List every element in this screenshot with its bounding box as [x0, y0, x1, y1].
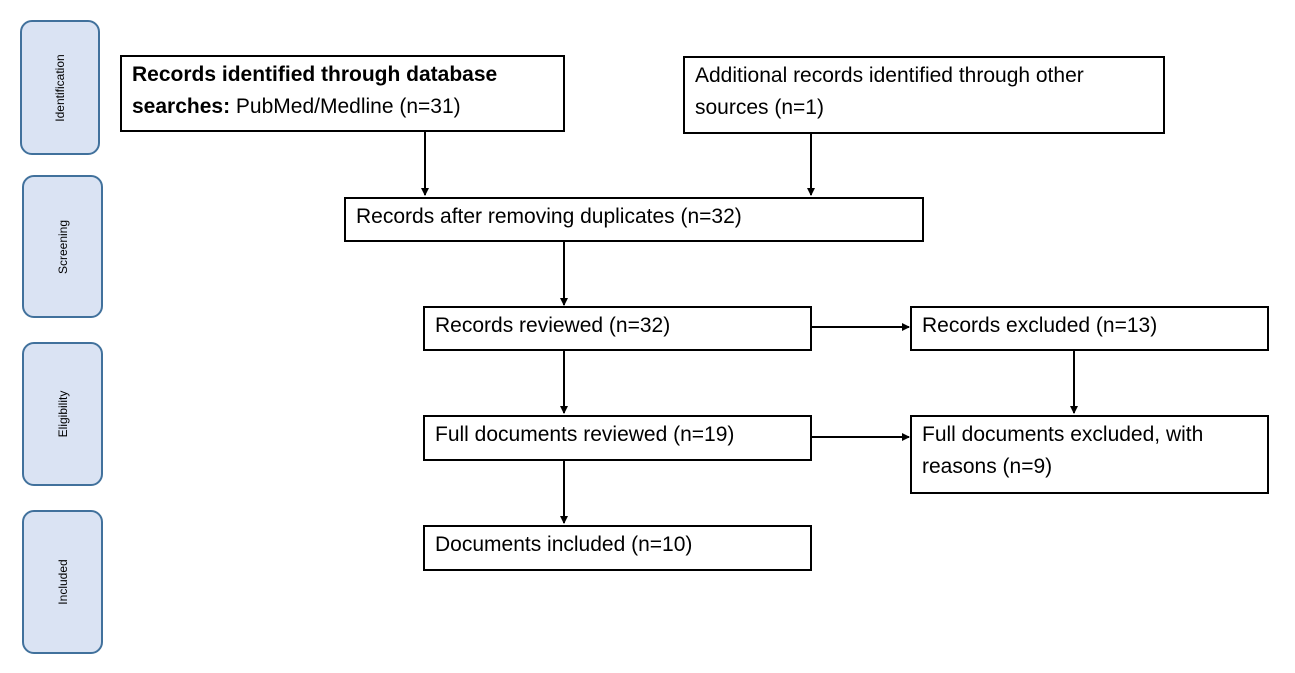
stage-identification: Identification [20, 20, 100, 155]
stage-column: Identification Screening Eligibility Inc… [0, 0, 110, 673]
records-excluded-text: Records excluded (n=13) [922, 314, 1158, 337]
database-records-box: Records identified through database sear… [120, 55, 565, 132]
full-excluded-text: Full documents excluded, with reasons (n… [922, 423, 1204, 478]
included-box: Documents included (n=10) [423, 525, 812, 571]
records-excluded-box: Records excluded (n=13) [910, 306, 1269, 351]
records-reviewed-text: Records reviewed (n=32) [435, 314, 671, 337]
stage-included: Included [22, 510, 103, 654]
database-records-heading: Records identified through database sear… [132, 63, 498, 118]
other-sources-box: Additional records identified through ot… [683, 56, 1165, 134]
after-duplicates-box: Records after removing duplicates (n=32) [344, 197, 924, 242]
other-sources-text: Additional records identified through ot… [695, 64, 1084, 119]
stage-eligibility: Eligibility [22, 342, 103, 486]
database-records-text: PubMed/Medline (n=31) [230, 95, 461, 118]
included-text: Documents included (n=10) [435, 533, 693, 556]
full-excluded-box: Full documents excluded, with reasons (n… [910, 415, 1269, 494]
after-duplicates-text: Records after removing duplicates (n=32) [356, 205, 742, 228]
stage-screening: Screening [22, 175, 103, 318]
records-reviewed-box: Records reviewed (n=32) [423, 306, 812, 351]
full-reviewed-text: Full documents reviewed (n=19) [435, 423, 735, 446]
full-reviewed-box: Full documents reviewed (n=19) [423, 415, 812, 461]
